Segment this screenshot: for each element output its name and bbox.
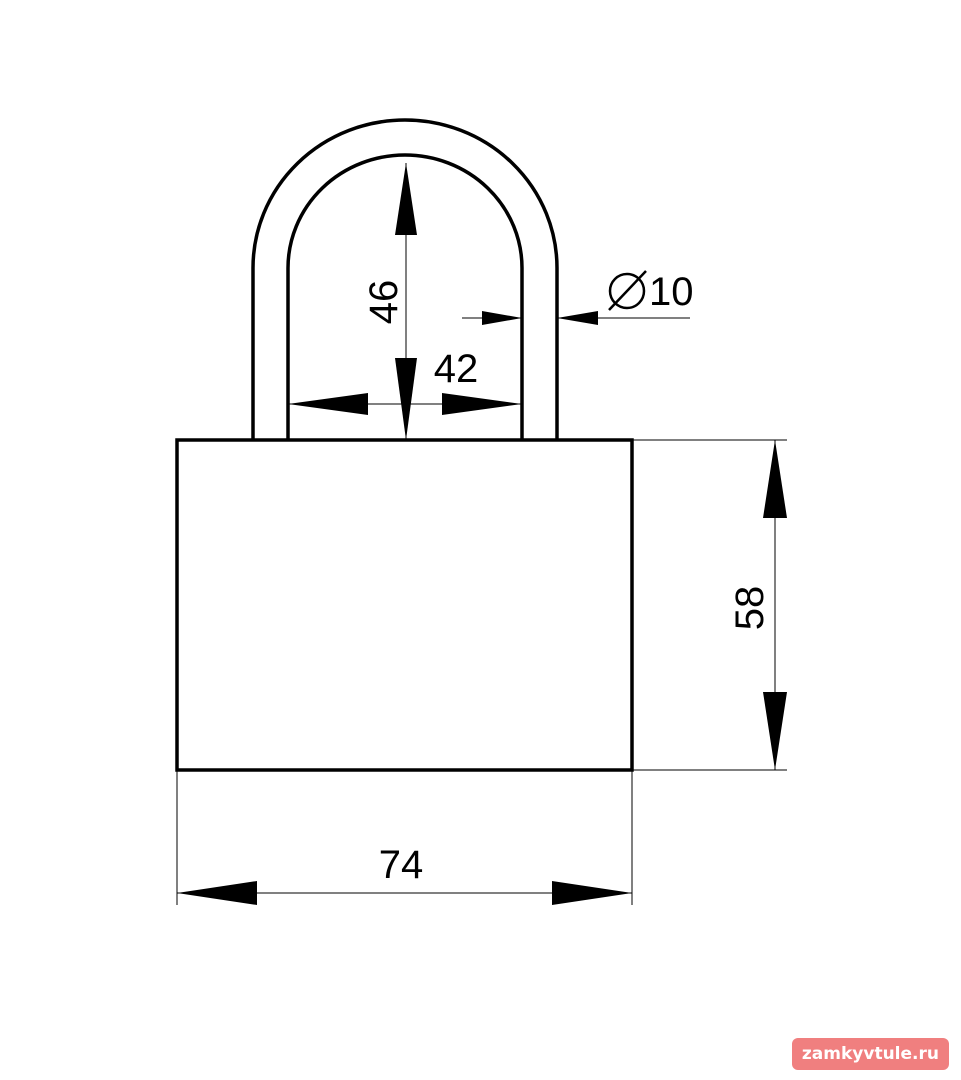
arrowhead-left xyxy=(288,393,368,415)
arrowhead-left xyxy=(177,881,257,905)
padlock-body xyxy=(175,438,634,772)
dimension-shackle-width: 42 xyxy=(288,347,522,415)
dimension-shackle-height: 46 xyxy=(362,163,417,440)
dimension-label-46: 46 xyxy=(362,280,406,325)
dimension-label-10: 10 xyxy=(649,270,694,314)
arrowhead-down xyxy=(763,692,787,770)
arrowhead-right xyxy=(482,311,522,325)
arrowhead-down xyxy=(395,358,417,440)
arrowhead-right xyxy=(552,881,632,905)
arrowhead-left xyxy=(557,311,598,325)
arrowhead-up xyxy=(395,163,417,235)
shackle-inner-outline xyxy=(286,153,524,440)
dimension-label-74: 74 xyxy=(379,843,424,887)
diameter-symbol-icon xyxy=(608,270,647,311)
dimension-body-width: 74 xyxy=(176,770,633,905)
padlock-shackle xyxy=(251,118,559,440)
dimension-body-height: 58 xyxy=(632,439,787,771)
dimension-shackle-diameter: 10 xyxy=(462,270,694,325)
arrowhead-up xyxy=(763,440,787,518)
dimension-label-58: 58 xyxy=(728,586,772,631)
shackle-outer-outline xyxy=(251,118,559,440)
watermark-badge: zamkyvtule.ru xyxy=(791,1038,949,1070)
dimension-label-42: 42 xyxy=(434,347,479,391)
arrowhead-right xyxy=(442,393,522,415)
